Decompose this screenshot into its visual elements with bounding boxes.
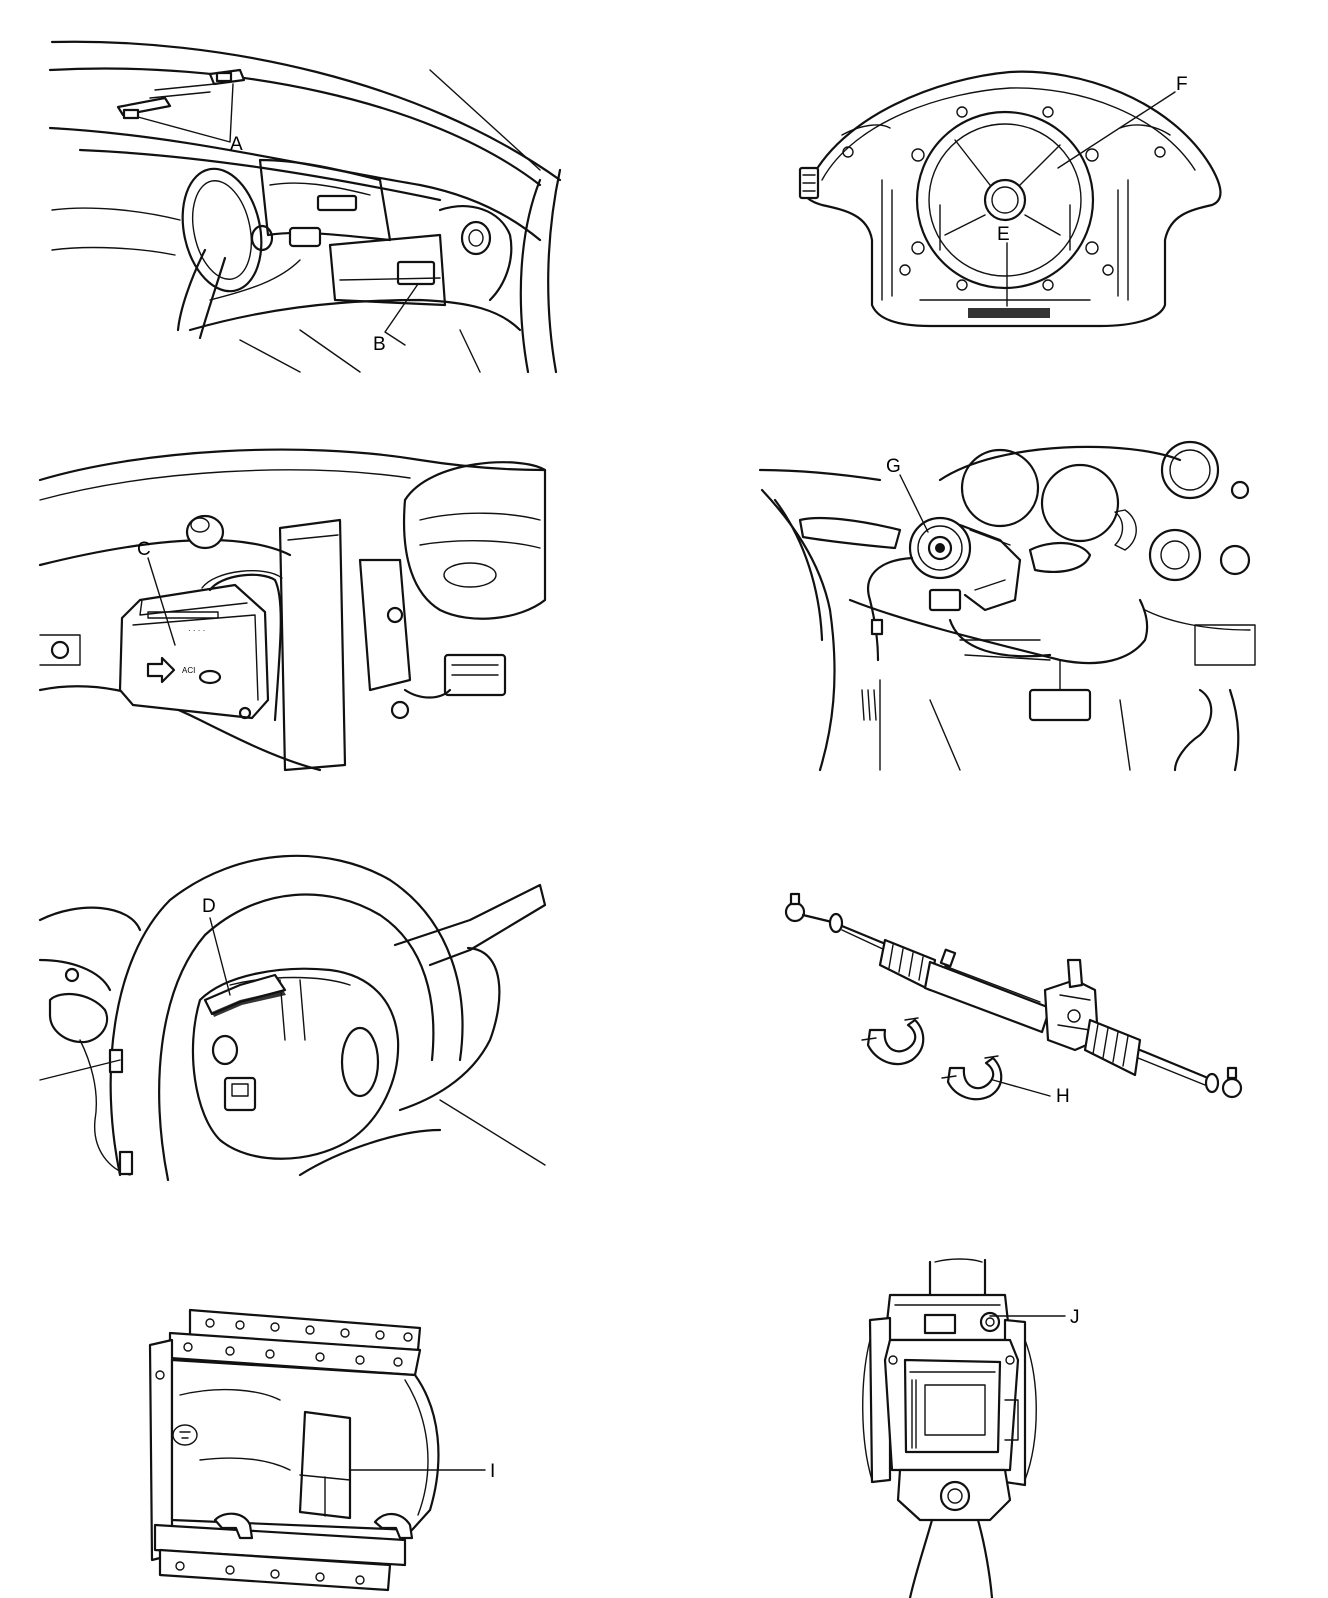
srs-module-text: ACI bbox=[182, 666, 195, 675]
callout-g: G bbox=[886, 456, 901, 477]
panel-seat-belt-pretensioner: J bbox=[862, 1258, 1080, 1598]
callout-b: B bbox=[373, 334, 386, 355]
callout-f: F bbox=[1176, 74, 1188, 95]
panel-steering-wheel-pad: D bbox=[38, 854, 547, 1182]
callout-a: A bbox=[230, 134, 243, 155]
panel-dashboard-overview: A B bbox=[48, 40, 562, 374]
callout-i: I bbox=[490, 1461, 495, 1482]
panel-clock-spring: G bbox=[758, 440, 1256, 772]
callout-d: D bbox=[202, 896, 216, 917]
callout-e: E bbox=[997, 224, 1010, 245]
panel-passenger-airbag-module: I bbox=[148, 1308, 495, 1592]
callout-h: H bbox=[1056, 1086, 1070, 1107]
panel-srs-control-module: · · · · ACI C bbox=[38, 448, 547, 772]
callout-j: J bbox=[1070, 1307, 1080, 1328]
srs-module-part-number-label: · · · · bbox=[188, 626, 205, 635]
panel-driver-airbag-module: E F bbox=[798, 70, 1222, 328]
panel-steering-gear-clamps: H bbox=[784, 892, 1243, 1107]
callout-c: C bbox=[137, 539, 151, 560]
